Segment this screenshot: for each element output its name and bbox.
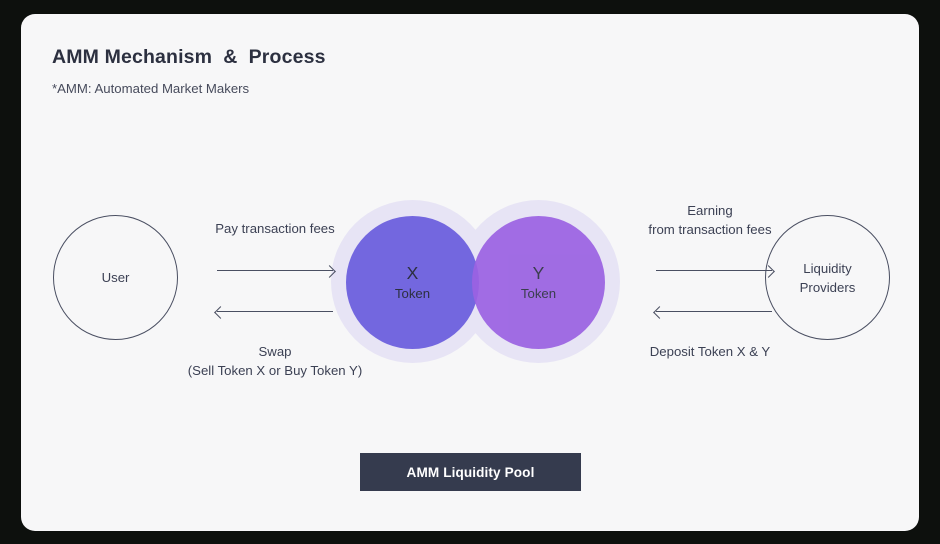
- edge-label-deposit-token-x-and-y: Deposit Token X & Y: [649, 344, 771, 359]
- node-liquidity-providers-label: Liquidity Providers: [799, 260, 856, 295]
- token-y-circle: Y Token: [472, 216, 605, 349]
- amm-liquidity-pool-badge-label: AMM Liquidity Pool: [406, 464, 535, 480]
- arrow-line: [656, 270, 772, 271]
- arrow-user-to-pool: [217, 264, 336, 278]
- edge-label-pay-transaction-fees: Pay transaction fees: [215, 221, 335, 236]
- page-subtitle: *AMM: Automated Market Makers: [52, 81, 250, 96]
- token-x-symbol: X: [406, 263, 419, 283]
- arrow-liquidity-providers-to-pool: [653, 305, 772, 319]
- arrow-pool-to-user: [214, 305, 333, 319]
- diagram-card: AMM Mechanism & Process *AMM: Automated …: [21, 14, 919, 531]
- edge-label-swap: Swap (Sell Token X or Buy Token Y): [187, 344, 363, 378]
- token-venn-diagram: X Token Y Token: [331, 194, 620, 379]
- node-user-label: User: [101, 270, 130, 285]
- token-y-word: Token: [520, 286, 557, 301]
- arrow-head-left-icon: [653, 305, 666, 319]
- arrow-head-left-icon: [214, 305, 227, 319]
- token-x-circle: X Token: [346, 216, 479, 349]
- node-liquidity-providers: Liquidity Providers: [765, 215, 890, 340]
- node-user: User: [53, 215, 178, 340]
- arrow-line: [656, 311, 772, 312]
- arrow-line: [217, 311, 333, 312]
- arrow-line: [217, 270, 333, 271]
- edge-label-earning-from-transaction-fees: Earning from transaction fees: [648, 203, 772, 237]
- page-title: AMM Mechanism & Process: [52, 46, 326, 68]
- token-x-word: Token: [394, 286, 431, 301]
- amm-liquidity-pool-badge: AMM Liquidity Pool: [360, 453, 581, 491]
- arrow-pool-to-liquidity-providers: [656, 264, 775, 278]
- token-y-symbol: Y: [532, 263, 545, 283]
